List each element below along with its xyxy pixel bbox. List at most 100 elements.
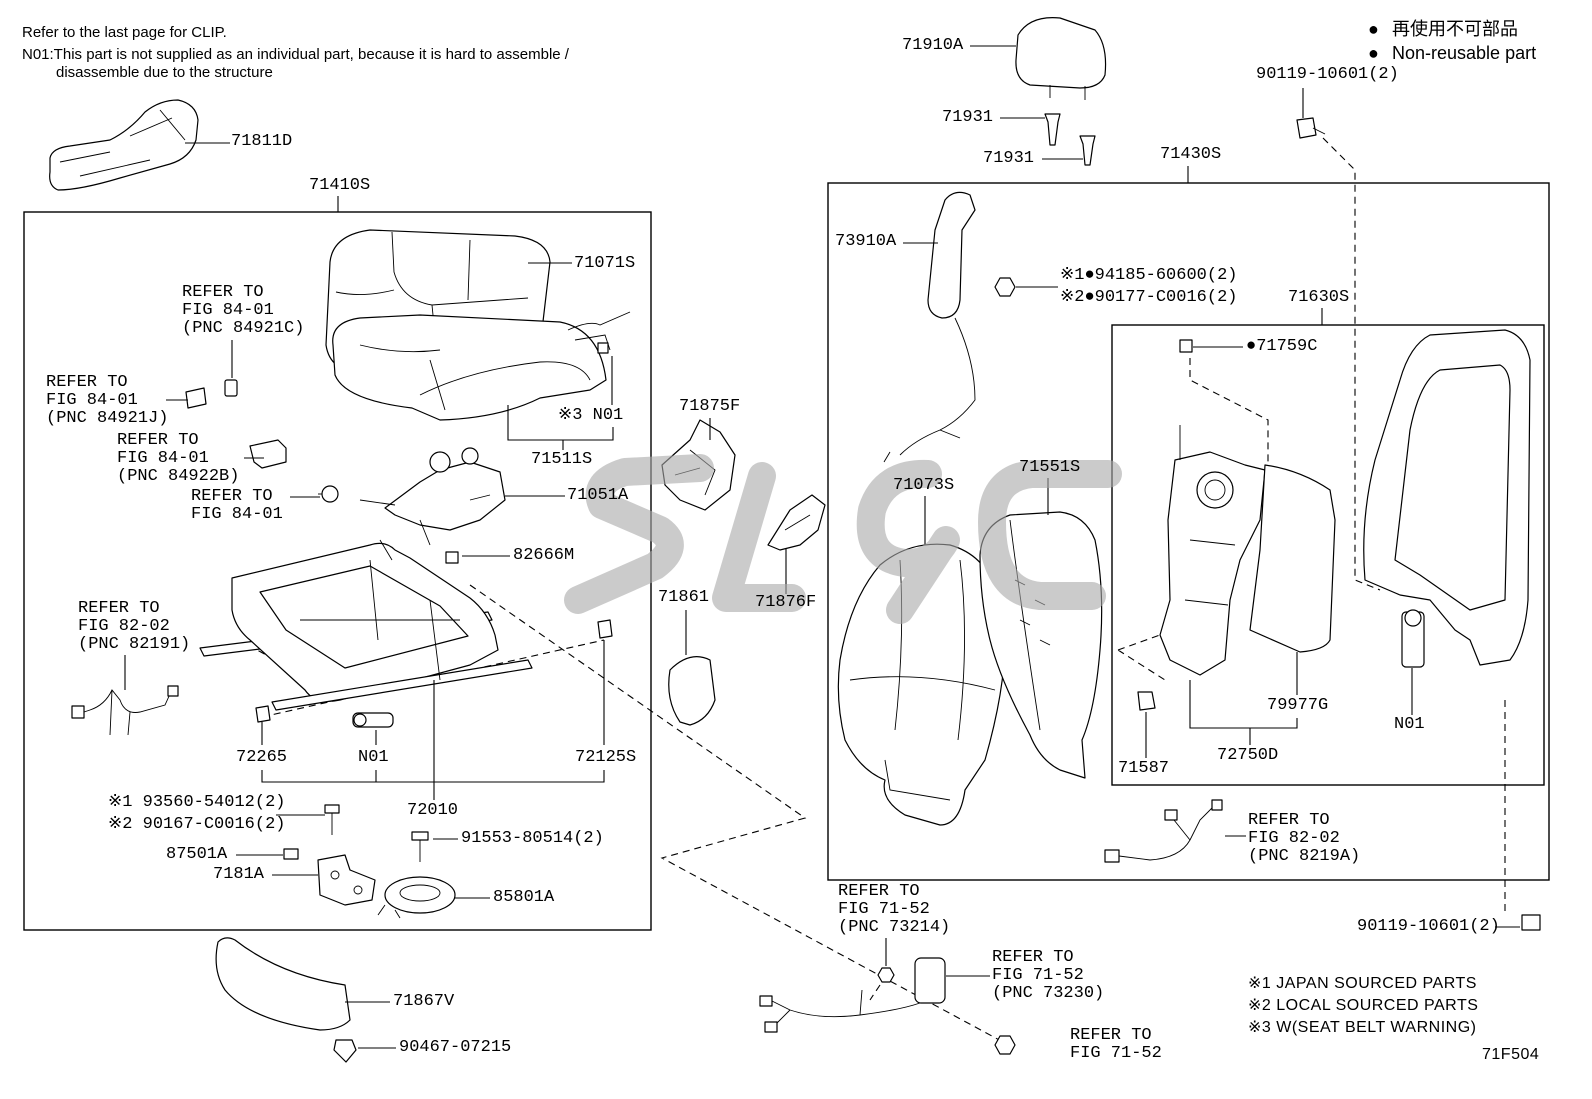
refer-73214-line2: FIG 71-52 — [838, 900, 930, 919]
part-n01-slide-motor — [352, 712, 394, 728]
refer-73230-line3: (PNC 73230) — [992, 984, 1105, 1003]
refer-84921j-line1: REFER TO — [46, 373, 128, 392]
part-bolt-91553 — [411, 831, 429, 862]
part-label-82666m: 82666M — [513, 546, 575, 565]
part-72010-seat-frame — [199, 539, 533, 711]
part-clip-84921j — [185, 387, 207, 409]
leader-lines — [124, 45, 1520, 1049]
part-label-94185-60600: ※1●94185-60600(2) — [1060, 266, 1238, 285]
footnote-local-sourced: ※2 LOCAL SOURCED PARTS — [1248, 997, 1479, 1014]
part-7181a-bracket — [317, 854, 376, 906]
part-label-71073s: 71073S — [893, 476, 955, 495]
figure-id: 71F504 — [1482, 1046, 1540, 1063]
part-71861-cover — [668, 656, 716, 726]
part-label-7181a: 7181A — [213, 865, 265, 884]
refer-82191-line2: FIG 82-02 — [78, 617, 170, 636]
part-72125s-clip — [597, 619, 613, 639]
part-label-n01-recliner: N01 — [1394, 715, 1425, 734]
dashed-guide-lines — [247, 137, 1506, 1043]
group-box-seat-back-frame — [1111, 324, 1545, 786]
legend-jp-text: 再使用不可部品 — [1392, 19, 1518, 39]
refer-84921j-line3: (PNC 84921J) — [46, 409, 169, 428]
note-n01-line2: disassemble due to the structure — [56, 64, 273, 81]
refer-82191-line1: REFER TO — [78, 599, 160, 618]
part-harness-82191 — [71, 685, 179, 736]
part-label-71867v: 71867V — [393, 992, 455, 1011]
part-label-87501a: 87501A — [166, 845, 228, 864]
part-label-71875f: 71875F — [679, 397, 741, 416]
refer-fig84-01-line1: REFER TO — [191, 487, 273, 506]
part-71910a-headrest — [1015, 17, 1107, 100]
part-label-79977g: 79977G — [1267, 696, 1329, 715]
part-label-71931-a: 71931 — [942, 108, 994, 127]
refer-73214-line3: (PNC 73214) — [838, 918, 951, 937]
part-label-71759c: ●71759C — [1246, 337, 1318, 356]
part-label-72125s: 72125S — [575, 748, 637, 767]
part-label-90119-10601-bottom: 90119-10601(2) — [1357, 917, 1500, 936]
part-72265-clip — [255, 705, 271, 723]
refer-82191-line3: (PNC 82191) — [78, 635, 191, 654]
part-label-93560-54012: ※1 93560-54012(2) — [108, 793, 286, 812]
part-label-n01-slide: N01 — [358, 748, 389, 767]
part-label-71587: 71587 — [1118, 759, 1170, 778]
part-71931-guide-b — [1079, 135, 1096, 166]
refer-84921c-line3: (PNC 84921C) — [182, 319, 305, 338]
part-label-71410s: 71410S — [309, 176, 371, 195]
part-71073s-seatback-cover — [837, 543, 1006, 826]
part-71931-guide-a — [1044, 113, 1061, 146]
part-clip-73214 — [877, 967, 895, 983]
part-label-71551s: 71551S — [1019, 458, 1081, 477]
part-71587-clip — [1137, 691, 1156, 711]
part-n01-recliner-motor — [1401, 609, 1425, 668]
part-label-71811d: 71811D — [231, 132, 293, 151]
note-n01-line1: N01:This part is not supplied as an indi… — [22, 46, 569, 63]
part-bolt-90119-top — [1296, 117, 1326, 139]
refer-73230-line1: REFER TO — [992, 948, 1074, 967]
part-label-85801a: 85801A — [493, 888, 555, 907]
legend-en-text: Non-reusable part — [1392, 43, 1537, 63]
footnote-seat-belt-warning: ※3 W(SEAT BELT WARNING) — [1248, 1019, 1477, 1036]
part-label-72010: 72010 — [407, 801, 459, 820]
part-n01-warning-sensor-wire — [567, 311, 631, 354]
part-label-n01-warning: ※3 N01 — [558, 406, 624, 425]
part-82666m-shape — [445, 551, 459, 564]
refer-73230-line2: FIG 71-52 — [992, 966, 1084, 985]
watermark-logo — [564, 454, 1122, 624]
refer-fig71-52-line2: FIG 71-52 — [1070, 1044, 1162, 1063]
part-buckle-73230 — [759, 957, 946, 1033]
part-label-71910a: 71910A — [902, 36, 964, 55]
part-85801a-lumbar-switch — [377, 876, 456, 919]
refer-fig71-52-line1: REFER TO — [1070, 1026, 1152, 1045]
refer-84921j-line2: FIG 84-01 — [46, 391, 138, 410]
part-71051a-adjuster-linkage — [359, 447, 506, 546]
part-71630s-seatback-frame — [1363, 329, 1531, 666]
part-label-71931-b: 71931 — [983, 149, 1035, 168]
part-label-90167-c0016: ※2 90167-C0016(2) — [108, 815, 286, 834]
part-label-90467-07215: 90467-07215 — [399, 1038, 512, 1057]
part-label-71511s: 71511S — [531, 450, 593, 469]
refer-8219a-line1: REFER TO — [1248, 811, 1330, 830]
part-label-90177-c0016: ※2●90177-C0016(2) — [1060, 288, 1238, 307]
refer-73214-line1: REFER TO — [838, 882, 920, 901]
part-label-71630s: 71630S — [1288, 288, 1350, 307]
part-71759c-clip — [1179, 339, 1193, 353]
refer-8219a-line2: FIG 82-02 — [1248, 829, 1340, 848]
part-label-71430s: 71430S — [1160, 145, 1222, 164]
part-label-71876f: 71876F — [755, 593, 817, 612]
part-79977g-pad — [1249, 464, 1336, 653]
part-label-71071s: 71071S — [574, 254, 636, 273]
part-label-71861: 71861 — [658, 588, 710, 607]
refer-84922b-line3: (PNC 84922B) — [117, 467, 240, 486]
part-71876f-bracket — [767, 494, 826, 551]
refer-84922b-line2: FIG 84-01 — [117, 449, 209, 468]
refer-84921c-line1: REFER TO — [182, 283, 264, 302]
refer-8219a-line3: (PNC 8219A) — [1248, 847, 1361, 866]
part-harness-8219a — [1104, 799, 1223, 863]
part-73910a-side-airbag — [883, 191, 976, 463]
refer-84922b-line1: REFER TO — [117, 431, 199, 450]
note-clip-reference: Refer to the last page for CLIP. — [22, 24, 227, 41]
part-label-72265: 72265 — [236, 748, 288, 767]
part-90467-clip — [333, 1039, 357, 1063]
